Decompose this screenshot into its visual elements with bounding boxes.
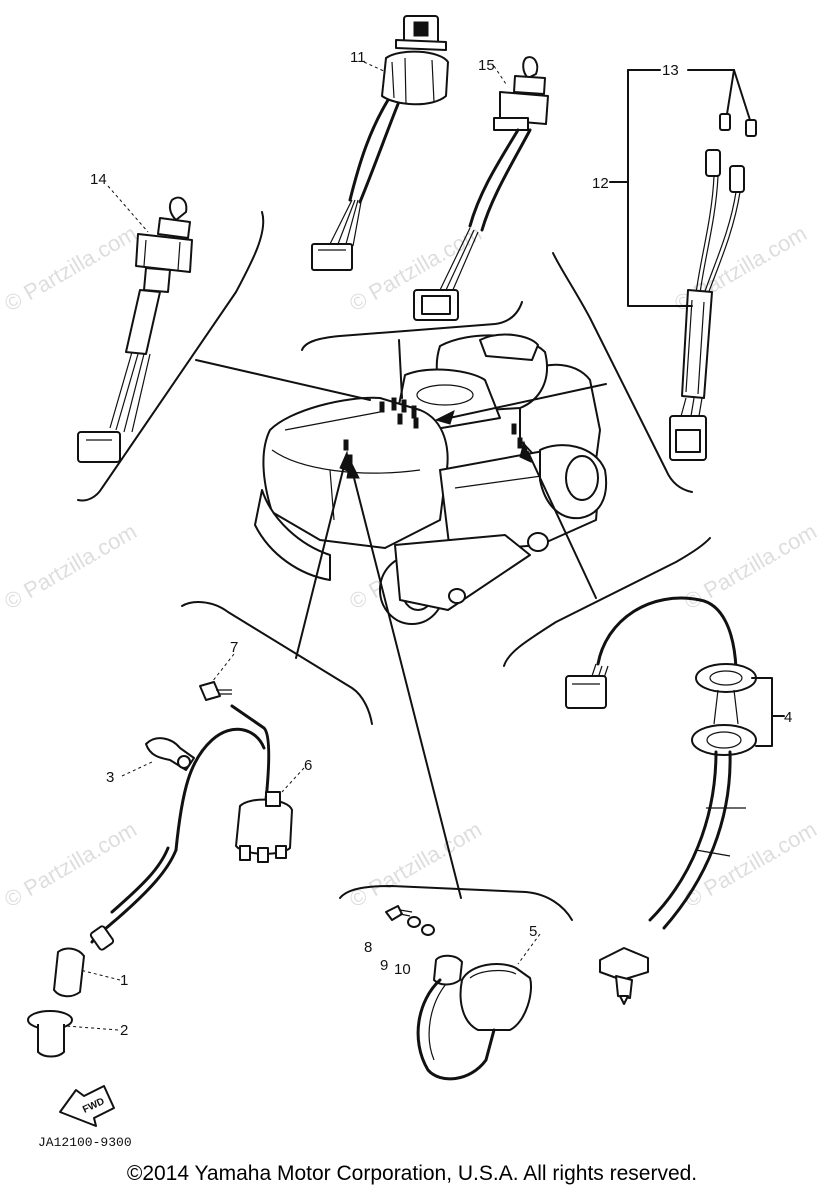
callout-3: 3 <box>106 769 114 786</box>
part-5-relay <box>416 954 532 1081</box>
callout-4: 4 <box>784 709 792 726</box>
part-3-clamp <box>145 737 195 771</box>
callout-14: 14 <box>90 171 107 188</box>
callout-11: 11 <box>350 49 366 66</box>
callout-6: 6 <box>304 757 312 774</box>
part-15-toggle-switch <box>413 56 549 321</box>
part-12-13-harness <box>669 113 757 461</box>
callout-13: 13 <box>662 62 679 79</box>
fwd-arrow: FWD <box>59 1085 115 1127</box>
watermark: © Partzilla.com <box>680 817 821 913</box>
copyright-notice: ©2014 Yamaha Motor Corporation, U.S.A. A… <box>126 1162 698 1185</box>
part-4-lamp-harness <box>565 596 757 1005</box>
part-10-washer <box>421 924 435 936</box>
watermark: © Partzilla.com <box>0 221 141 317</box>
callout-12: 12 <box>592 175 609 192</box>
callout-leaders <box>65 61 785 1031</box>
pointer-lines <box>195 339 607 899</box>
part-8-screw <box>385 905 413 921</box>
diagram-code: JA12100-9300 <box>38 1135 132 1150</box>
tractor-outline <box>254 333 608 625</box>
part-11-main-switch <box>311 15 449 271</box>
part-1-plug-cap <box>53 846 178 998</box>
callout-15: 15 <box>478 57 495 74</box>
watermark: © Partzilla.com <box>0 519 141 615</box>
callout-9: 9 <box>380 957 388 974</box>
part-14-toggle-switch <box>77 196 193 463</box>
callout-5: 5 <box>529 923 537 940</box>
watermark: © Partzilla.com <box>0 817 141 913</box>
part-2-cover <box>27 1010 73 1058</box>
watermark: © Partzilla.com <box>345 817 486 913</box>
callout-10: 10 <box>394 961 411 978</box>
callout-2: 2 <box>120 1022 128 1039</box>
part-9-washer <box>407 916 421 928</box>
callout-7: 7 <box>230 639 238 656</box>
callout-8: 8 <box>364 939 372 956</box>
part-6-ignition-coil <box>174 704 293 863</box>
part-7-bolt <box>199 681 232 701</box>
callout-1: 1 <box>120 972 128 989</box>
callout-labels: 1 2 3 4 5 6 7 8 9 10 11 12 13 14 15 <box>90 49 792 1039</box>
